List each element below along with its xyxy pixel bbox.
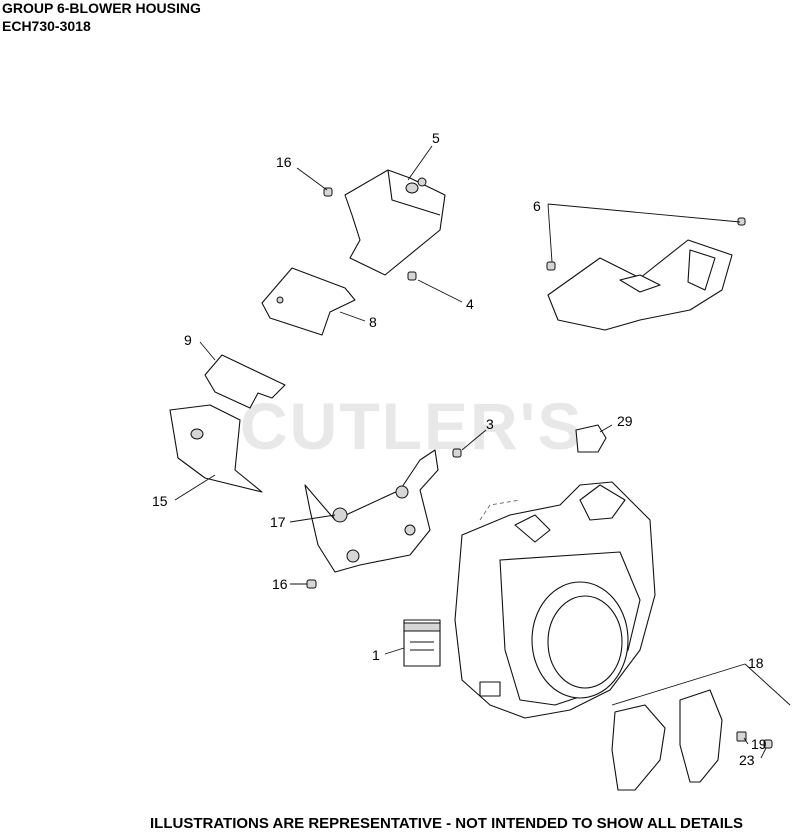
callout-9: 9 [184,332,192,348]
part-29-clip [575,424,607,453]
callout-18: 18 [748,655,764,671]
disclaimer-footer: ILLUSTRATIONS ARE REPRESENTATIVE - NOT I… [150,815,744,832]
callout-19: 19 [751,736,767,752]
callout-23: 23 [739,752,755,768]
part-1-decal [403,619,441,667]
callout-16-lower: 16 [272,576,288,592]
part-6-shroud [546,217,746,331]
callout-4: 4 [466,296,474,312]
part-16-screw-upper [323,187,333,197]
callout-3: 3 [486,416,494,432]
part-17-bracket [304,449,439,573]
callout-15: 15 [152,493,168,509]
callout-5: 5 [432,130,440,146]
part-4-screw [407,271,417,281]
part-5-baffle [344,169,446,276]
group-title: GROUP 6-BLOWER HOUSING [2,0,201,16]
callout-6: 6 [533,198,541,214]
part-8-bracket [261,267,356,336]
part-3-screw [452,448,462,458]
part-18-guard-kit [611,689,773,791]
watermark: CUTLER'S [240,389,584,463]
callout-8: 8 [369,314,377,330]
callout-1: 1 [372,647,380,663]
callout-29: 29 [617,413,633,429]
part-1-blower-housing [454,481,656,719]
part-9-plate [204,354,286,409]
part-16-screw-lower [306,579,317,589]
callout-17: 17 [270,514,286,530]
part-15-side-shroud [169,404,263,493]
callout-16-upper: 16 [276,154,292,170]
model-code: ECH730-3018 [2,18,91,34]
